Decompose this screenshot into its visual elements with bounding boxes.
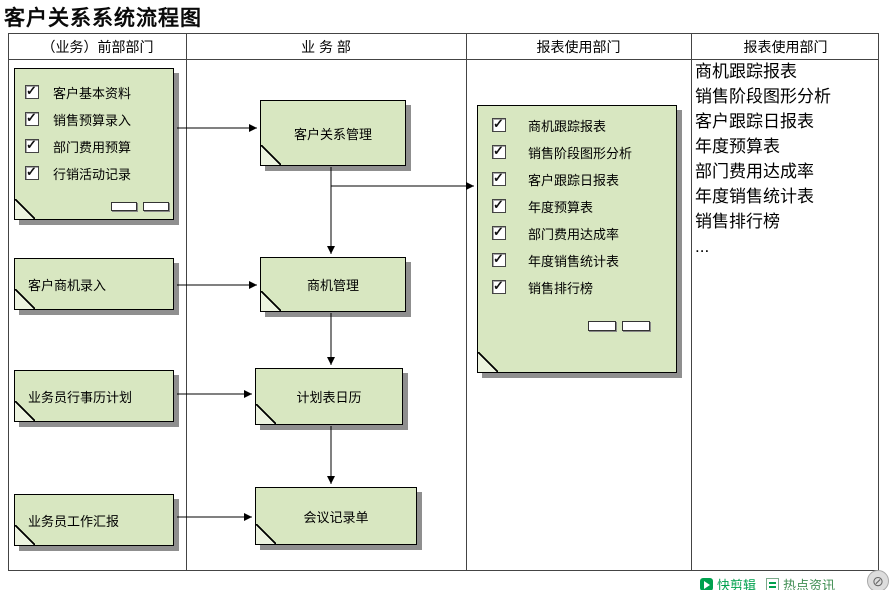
- checked-checkbox-icon: [492, 197, 506, 213]
- checklist-item: 销售预算录入: [25, 110, 173, 128]
- report-checklist-doc: 商机跟踪报表 销售阶段图形分析 客户跟踪日报表 年度预算表 部门费用达成率 年度…: [477, 105, 677, 373]
- checked-checkbox-icon: [492, 143, 506, 159]
- process-opportunity-mgmt: 商机管理: [260, 257, 406, 312]
- mini-bar: [143, 202, 169, 211]
- process-meeting-record: 会议记录单: [255, 487, 417, 545]
- column-divider: [466, 34, 467, 570]
- column-header-business-dept: 业 务 部: [301, 38, 351, 55]
- news-line: [769, 585, 776, 588]
- checklist-item-label: 销售阶段图形分析: [528, 145, 633, 161]
- quick-cut-button[interactable]: 快剪辑: [700, 575, 756, 590]
- checklist-item-label: 年度销售统计表: [528, 253, 620, 269]
- checked-checkbox-icon: [492, 251, 506, 267]
- checklist-item: 部门费用达成率: [492, 224, 676, 242]
- hot-news-button[interactable]: 热点资讯: [766, 575, 835, 590]
- checklist-item: 客户基本资料: [25, 83, 173, 101]
- checklist-item: 商机跟踪报表: [492, 116, 676, 134]
- report-checklist: 商机跟踪报表 销售阶段图形分析 客户跟踪日报表 年度预算表 部门费用达成率 年度…: [478, 106, 676, 296]
- checklist-item-label: 部门费用达成率: [528, 226, 620, 242]
- doc-footer-bars: [111, 202, 169, 211]
- report-line: 年度销售统计表: [695, 187, 814, 206]
- report-line: ...: [695, 237, 710, 256]
- checklist-item: 年度预算表: [492, 197, 676, 215]
- news-icon: [766, 578, 779, 590]
- column-divider: [186, 34, 187, 570]
- checked-checkbox-icon: [25, 164, 39, 180]
- checklist-item-label: 商机跟踪报表: [528, 118, 607, 134]
- checklist-item: 客户跟踪日报表: [492, 170, 676, 188]
- checklist-item: 销售排行榜: [492, 278, 676, 296]
- mini-bar: [588, 321, 616, 331]
- report-line: 部门费用达成率: [695, 162, 814, 181]
- page-fold-icon: [478, 352, 498, 372]
- process-schedule-calendar: 计划表日历: [255, 368, 403, 425]
- process-label: 商机管理: [306, 278, 359, 293]
- doc-work-report: 业务员工作汇报: [14, 494, 174, 546]
- page-title: 客户关系系统流程图: [4, 7, 202, 30]
- page-fold-icon: [15, 525, 35, 545]
- checklist-item: 年度销售统计表: [492, 251, 676, 269]
- mute-icon: ⊘: [872, 572, 884, 589]
- checklist-item-label: 客户跟踪日报表: [528, 172, 620, 188]
- page-fold-icon: [15, 199, 35, 219]
- process-label: 会议记录单: [303, 509, 369, 525]
- doc-footer-bars: [588, 321, 650, 331]
- page-fold-icon: [15, 401, 35, 421]
- swimlane-table: （业务）前部部门 业 务 部 报表使用部门 报表使用部门: [8, 33, 879, 571]
- hot-news-label: 热点资讯: [783, 578, 836, 590]
- checklist-item-label: 部门费用预算: [53, 139, 132, 155]
- page-fold-icon: [261, 145, 281, 165]
- mini-bar: [111, 202, 137, 211]
- news-line: [769, 581, 776, 584]
- checked-checkbox-icon: [25, 83, 39, 99]
- play-icon: [700, 578, 713, 590]
- checklist: 客户基本资料 销售预算录入 部门费用预算 行销活动记录: [15, 69, 173, 182]
- column-divider: [691, 34, 692, 570]
- process-label: 客户关系管理: [293, 126, 372, 142]
- doc-opportunity-entry: 客户商机录入: [14, 258, 174, 310]
- checked-checkbox-icon: [25, 137, 39, 153]
- report-list: 商机跟踪报表 销售阶段图形分析 客户跟踪日报表 年度预算表 部门费用达成率 年度…: [695, 59, 831, 259]
- process-label: 计划表日历: [296, 390, 362, 405]
- report-line: 商机跟踪报表: [695, 62, 797, 81]
- checked-checkbox-icon: [492, 116, 506, 132]
- page-fold-icon: [256, 404, 276, 424]
- checklist-item-label: 客户基本资料: [53, 85, 132, 101]
- report-line: 销售阶段图形分析: [695, 87, 831, 106]
- report-line: 销售排行榜: [695, 212, 780, 231]
- quick-cut-label: 快剪辑: [717, 578, 757, 590]
- report-line: 客户跟踪日报表: [695, 112, 814, 131]
- checklist-item: 销售阶段图形分析: [492, 143, 676, 161]
- doc-calendar-plan: 业务员行事历计划: [14, 370, 174, 422]
- checked-checkbox-icon: [492, 224, 506, 240]
- column-header-report-dept: 报表使用部门: [536, 38, 621, 55]
- report-line: 年度预算表: [695, 137, 780, 156]
- checked-checkbox-icon: [492, 278, 506, 294]
- header-divider: [9, 59, 878, 60]
- doc-label: 业务员工作汇报: [28, 513, 120, 529]
- mute-button[interactable]: ⊘: [867, 570, 889, 590]
- checklist-item: 行销活动记录: [25, 164, 173, 182]
- doc-label: 客户商机录入: [28, 277, 107, 293]
- checked-checkbox-icon: [25, 110, 39, 126]
- checked-checkbox-icon: [492, 170, 506, 186]
- page-fold-icon: [256, 524, 276, 544]
- mini-bar: [622, 321, 650, 331]
- play-triangle-icon: [704, 580, 710, 589]
- checklist-item-label: 销售预算录入: [53, 112, 132, 128]
- page-fold-icon: [15, 289, 35, 309]
- input-checklist-doc: 客户基本资料 销售预算录入 部门费用预算 行销活动记录: [14, 68, 174, 220]
- checklist-item-label: 行销活动记录: [53, 166, 132, 182]
- checklist-item-label: 年度预算表: [528, 199, 594, 215]
- checklist-item: 部门费用预算: [25, 137, 173, 155]
- page-fold-icon: [261, 291, 281, 311]
- checklist-item-label: 销售排行榜: [528, 280, 594, 296]
- column-header-report-dept-2: 报表使用部门: [743, 38, 828, 55]
- process-crm: 客户关系管理: [260, 100, 406, 166]
- doc-label: 业务员行事历计划: [28, 389, 133, 405]
- column-header-front-dept: （业务）前部部门: [41, 38, 154, 55]
